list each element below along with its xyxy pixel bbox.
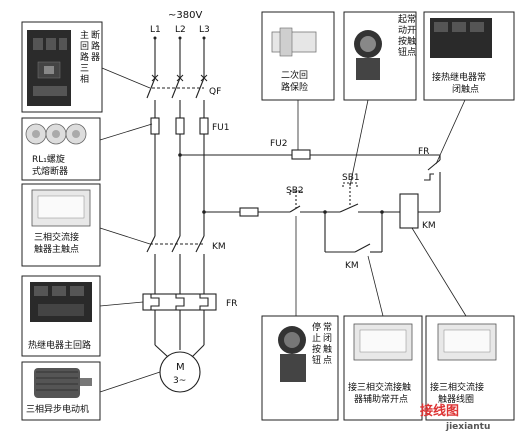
start-button-photo-box: 起 动 按 钮 常 开 触 点 [343, 11, 417, 101]
svg-text:相: 相 [80, 73, 89, 85]
svg-text:闭: 闭 [323, 332, 332, 344]
sb1-label: SB1 [342, 173, 360, 183]
km-main-label: KM [212, 242, 226, 252]
fu1-label: FU1 [212, 123, 230, 133]
phase-l1-label: L1 [150, 25, 161, 35]
supply-voltage-label: ~380V [168, 10, 202, 21]
sb2-label: SB2 [286, 186, 304, 196]
svg-text:器辅助常开点: 器辅助常开点 [354, 393, 408, 405]
svg-text:停: 停 [312, 321, 321, 333]
svg-text:路: 路 [80, 51, 89, 63]
svg-text:二次回: 二次回 [281, 69, 308, 81]
svg-text:热继电器主回路: 热继电器主回路 [28, 339, 91, 351]
svg-text:按: 按 [312, 343, 321, 355]
main-circuit [142, 38, 217, 393]
svg-text:路: 路 [91, 40, 100, 52]
svg-text:常: 常 [323, 321, 332, 333]
svg-text:接三相交流接触: 接三相交流接触 [348, 381, 411, 393]
qf-label: QF [209, 87, 221, 97]
contactor-coil-photo-box: 接三相交流接 触器线圈 [425, 315, 515, 421]
fr-label: FR [226, 299, 237, 309]
svg-text:RL₁螺旋: RL₁螺旋 [32, 153, 65, 165]
svg-text:钮: 钮 [312, 354, 321, 366]
contactor-aux-photo-box: 接三相交流接触 器辅助常开点 [343, 315, 423, 421]
svg-text:触器线圈: 触器线圈 [438, 393, 474, 405]
svg-text:三相异步电动机: 三相异步电动机 [26, 403, 89, 415]
svg-text:常: 常 [407, 13, 416, 25]
svg-text:式熔断器: 式熔断器 [32, 165, 68, 177]
svg-text:动: 动 [398, 25, 407, 36]
svg-text:点: 点 [407, 47, 416, 58]
svg-text:开: 开 [407, 25, 416, 36]
breaker-photo-box: 主 回 路 三 相 断 路 器 [21, 21, 103, 113]
svg-text:断: 断 [91, 29, 100, 41]
km-aux-label: KM [345, 261, 359, 271]
svg-text:器: 器 [91, 52, 100, 63]
supply-terminals [153, 36, 206, 40]
motor-photo-box: 三相异步电动机 [21, 361, 101, 421]
relay-main-photo-box: 热继电器主回路 [21, 275, 101, 357]
watermark-en: jiexiantu [445, 422, 490, 432]
svg-text:三相交流接: 三相交流接 [34, 231, 79, 243]
svg-text:接三相交流接: 接三相交流接 [430, 381, 484, 393]
callout-lines [99, 67, 467, 393]
svg-text:接热继电器常: 接热继电器常 [432, 71, 486, 83]
fuse2-photo-box: 二次回 路保险 [261, 11, 335, 101]
fu2-label: FU2 [270, 139, 288, 149]
phase-l2-label: L2 [175, 25, 186, 35]
svg-text:按: 按 [398, 35, 407, 47]
contactor-main-photo-box: 三相交流接 触器主触点 [21, 183, 101, 267]
control-circuit [180, 149, 441, 253]
svg-text:路保险: 路保险 [281, 81, 308, 93]
svg-text:回: 回 [80, 41, 89, 52]
motor-phase-label: 3~ [173, 376, 186, 386]
svg-text:起: 起 [398, 14, 407, 25]
fr-contact-label: FR [418, 147, 429, 157]
km-coil-label: KM [422, 221, 436, 231]
svg-text:闭触点: 闭触点 [452, 83, 479, 95]
svg-text:触: 触 [407, 35, 416, 47]
phase-l3-label: L3 [199, 25, 210, 35]
svg-text:触器主触点: 触器主触点 [34, 243, 79, 255]
junction-dots [178, 153, 384, 214]
watermark: 接线图 jiexiantu [420, 403, 490, 432]
svg-text:触: 触 [323, 343, 332, 355]
svg-text:三: 三 [80, 64, 89, 74]
breaker-caption-1: 主 [80, 29, 89, 41]
stop-button-photo-box: 停 止 按 钮 常 闭 触 点 [261, 315, 339, 421]
svg-text:止: 止 [312, 332, 321, 344]
thermal-contact-photo-box: 接热继电器常 闭触点 [423, 11, 515, 101]
motor-m-label: M [176, 362, 185, 373]
fuse-rl1-photo-box: RL₁螺旋 式熔断器 [21, 117, 101, 181]
watermark-cn: 接线图 [420, 403, 459, 419]
svg-text:点: 点 [323, 355, 332, 366]
qf-cross-marks [151, 74, 208, 82]
svg-text:钮: 钮 [398, 46, 407, 58]
